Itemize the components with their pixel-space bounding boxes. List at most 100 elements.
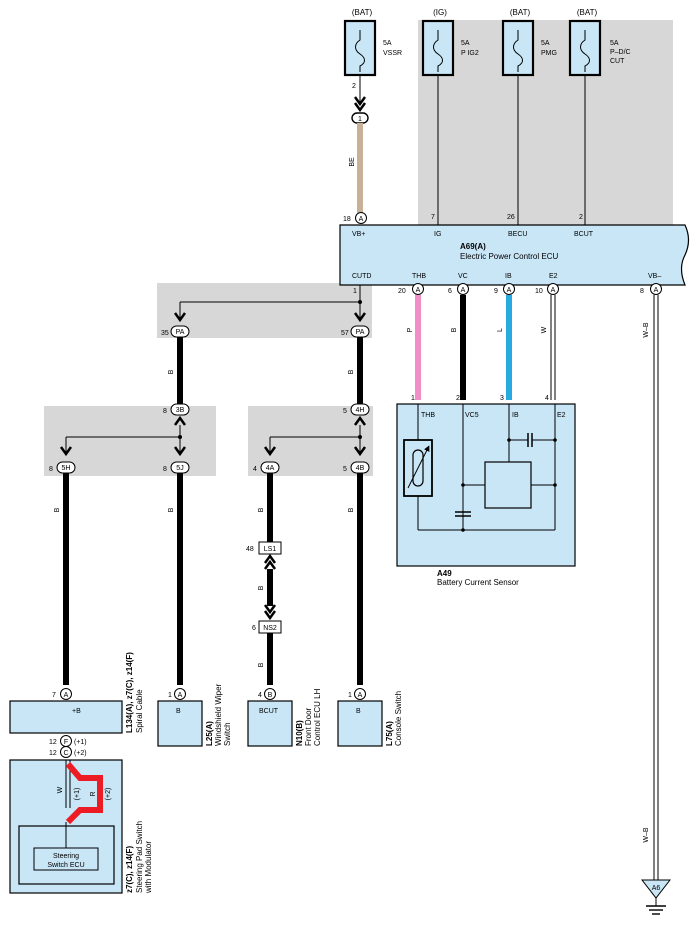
chevron-down-icon bbox=[173, 446, 187, 457]
console-switch: 1 A B L75(A) Console Switch bbox=[337, 688, 403, 747]
connector-id: 5J bbox=[176, 465, 183, 472]
connector-badge bbox=[354, 688, 366, 700]
pin-note: (+2) bbox=[105, 788, 112, 801]
wire-color-label: R bbox=[90, 791, 97, 796]
pin-num: 1 bbox=[353, 288, 357, 295]
thermistor-arrow bbox=[407, 445, 430, 489]
connector-id: 4H bbox=[356, 407, 365, 414]
wire-color-label: W bbox=[57, 786, 64, 793]
sensor-a49: 1 2 3 4 THB VC5 IB E2 A49 Battery Cur bbox=[396, 395, 576, 587]
junction-label: 1 bbox=[358, 116, 362, 123]
ecu-body bbox=[339, 224, 690, 286]
front-door-control-ecu: 4 B BCUT N10(B) Front Door Control ECU L… bbox=[247, 688, 322, 747]
node-dot bbox=[358, 300, 362, 304]
connector-badge bbox=[457, 283, 469, 295]
wire-color-label: B bbox=[168, 369, 175, 374]
component-code: L25(A) bbox=[205, 721, 214, 746]
fuse-supply: (BAT) bbox=[510, 8, 531, 17]
node-dot bbox=[553, 483, 557, 487]
fuse-name: P–D/C bbox=[610, 49, 631, 56]
component-body bbox=[337, 700, 383, 747]
ecu-name: Electric Power Control ECU bbox=[460, 252, 558, 261]
wire-color-label: L bbox=[497, 328, 504, 332]
chevron-down-icon bbox=[173, 312, 187, 323]
connector-id: 4A bbox=[266, 465, 275, 472]
wire-color-label: W–B bbox=[643, 827, 650, 843]
connector-id: 3B bbox=[176, 407, 185, 414]
fuse-name: VSSR bbox=[383, 50, 402, 57]
connector-id: PA bbox=[356, 329, 365, 336]
pin-num: 1 bbox=[411, 395, 415, 402]
pin-num: 8 bbox=[49, 466, 53, 473]
node-dot bbox=[553, 438, 557, 442]
connector-id: A bbox=[654, 287, 659, 294]
pin-num: 18 bbox=[343, 216, 351, 223]
spiral-cable: 7 A +B L134(A), z7(C), z14(F) Spiral Cab… bbox=[9, 652, 144, 758]
chevron-down-icon bbox=[263, 610, 277, 621]
wire-color-label: W–B bbox=[643, 322, 650, 338]
fuse-name: P IG2 bbox=[461, 50, 479, 57]
fuse-amp: 5A bbox=[610, 40, 619, 47]
pin-num: 7 bbox=[431, 214, 435, 221]
connector-badge bbox=[264, 688, 276, 700]
pin-num: 4 bbox=[253, 466, 257, 473]
connector-id: LS1 bbox=[264, 546, 277, 553]
pin-label: E2 bbox=[549, 273, 558, 280]
pin-label: CUTD bbox=[352, 273, 371, 280]
connector-id: A bbox=[551, 287, 556, 294]
pin-num: 7 bbox=[52, 692, 56, 699]
pin-num: 4 bbox=[545, 395, 549, 402]
pin-note: (+1) bbox=[74, 788, 81, 801]
chevron-up-icon bbox=[353, 415, 367, 426]
connector-id: A bbox=[359, 216, 364, 223]
ground-connector bbox=[640, 879, 672, 899]
chevron-down-icon bbox=[353, 102, 367, 113]
fuse-pmg: (BAT) 5A PMG bbox=[501, 8, 557, 77]
pin-num: 10 bbox=[535, 288, 543, 295]
fuse-amp: 5A bbox=[461, 40, 470, 47]
pin-note: (+2) bbox=[74, 750, 87, 757]
connector-id: C bbox=[63, 750, 68, 757]
pin-num: 8 bbox=[163, 466, 167, 473]
pin-num: 35 bbox=[161, 330, 169, 337]
pin-num: 3 bbox=[500, 395, 504, 402]
pin-num: 20 bbox=[398, 288, 406, 295]
component-code: N10(B) bbox=[295, 720, 304, 746]
chevron-down-icon bbox=[353, 312, 367, 323]
fuse-supply: (BAT) bbox=[577, 8, 598, 17]
fuse-name: PMG bbox=[541, 50, 557, 57]
pin-label: E2 bbox=[557, 412, 566, 419]
connector-badge bbox=[547, 283, 559, 295]
ecu-code: A69(A) bbox=[460, 242, 486, 251]
chevron-up-icon bbox=[263, 553, 277, 564]
pin-num: 5 bbox=[343, 408, 347, 415]
component-name: Steering Pad Switch bbox=[135, 821, 144, 893]
pin-label: BECU bbox=[508, 231, 527, 238]
fuse-pin: 2 bbox=[352, 83, 356, 90]
component-name: Windshield Wiper bbox=[214, 683, 223, 746]
inner-label: Switch ECU bbox=[47, 862, 84, 869]
pin-num: 12 bbox=[49, 739, 57, 746]
fuse-amp: 5A bbox=[541, 40, 550, 47]
terminal-label: +B bbox=[72, 708, 81, 715]
component-name: Front Door bbox=[304, 707, 313, 746]
wire-color-label: B bbox=[168, 507, 175, 512]
wire-color-label: B bbox=[348, 369, 355, 374]
connector-badge bbox=[503, 283, 515, 295]
pin-num: 12 bbox=[49, 750, 57, 757]
node-dot bbox=[461, 528, 465, 532]
shade-pa bbox=[157, 283, 372, 338]
wire-color-label: B bbox=[451, 327, 458, 332]
sensor-name: Battery Current Sensor bbox=[437, 578, 519, 587]
wire-color-label: B bbox=[258, 662, 265, 667]
connector-4h bbox=[350, 403, 370, 416]
pin-num: 5 bbox=[343, 466, 347, 473]
terminal-label: BCUT bbox=[259, 708, 279, 715]
component-code: z7(C), z14(F) bbox=[125, 846, 134, 893]
pin-label: IG bbox=[434, 231, 441, 238]
terminal-label: B bbox=[356, 708, 361, 715]
pin-num: 9 bbox=[494, 288, 498, 295]
connector-id: A bbox=[64, 692, 69, 699]
component-code: L75(A) bbox=[385, 721, 394, 746]
wire-color-label: P bbox=[407, 327, 414, 332]
